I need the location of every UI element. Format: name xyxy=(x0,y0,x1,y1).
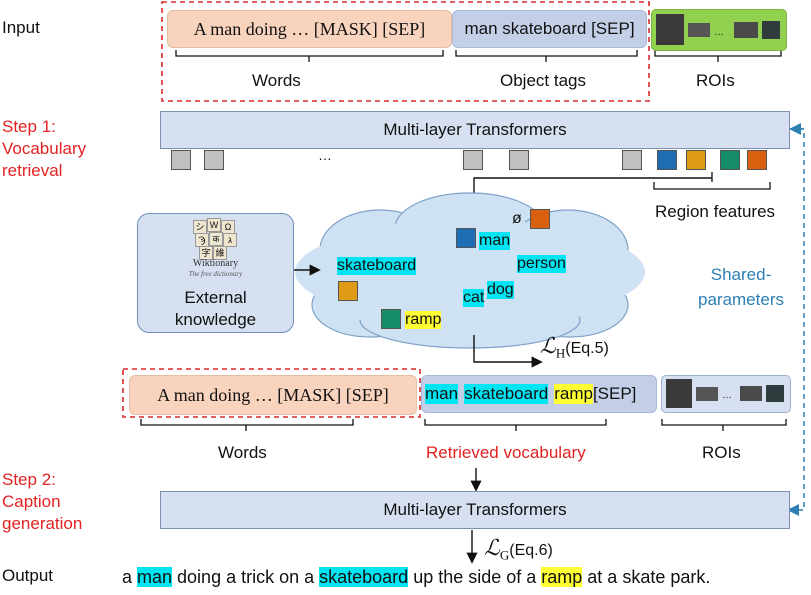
roi-image-icon xyxy=(740,386,762,401)
input-label: Input xyxy=(2,18,40,37)
region-feature-square xyxy=(720,150,740,170)
transformer-step2: Multi-layer Transformers xyxy=(160,491,790,529)
region-feature-square xyxy=(686,150,706,170)
input-words-box: A man doing … [MASK] [SEP] xyxy=(167,10,452,48)
roi-image-icon xyxy=(696,387,718,401)
cloud-word-cat: cat xyxy=(463,289,485,307)
external-knowledge-line1: External xyxy=(184,288,247,307)
bracket-rois-top xyxy=(654,50,782,62)
output-word-man: man xyxy=(137,567,173,587)
output-word-skateboard: skateboard xyxy=(319,567,409,587)
external-knowledge-line2: knowledge xyxy=(174,310,257,329)
loss-g: ℒG(Eq.6) xyxy=(484,535,553,563)
top-words-label: Words xyxy=(252,71,301,90)
step2-label: Step 2: Caption generation xyxy=(2,470,83,533)
transformer-step1: Multi-layer Transformers xyxy=(160,111,790,149)
vocab-man: man xyxy=(425,384,459,404)
bracket-words-mid xyxy=(140,419,354,431)
output-sentence: a man doing a trick on a skateboard up t… xyxy=(122,567,711,587)
cloud-empty-symbol: ø xyxy=(512,210,522,227)
mid-words-label: Words xyxy=(218,443,267,462)
feature-square xyxy=(171,150,191,170)
cloud-square-blue xyxy=(456,228,476,248)
vocab-skateboard: skateboard xyxy=(464,384,549,404)
mid-roi-strip: … xyxy=(661,375,791,413)
input-dashed-frame xyxy=(161,1,650,102)
cloud-word-dog: dog xyxy=(487,281,514,299)
cloud-square-orange xyxy=(338,281,358,301)
loss-h: ℒH(Eq.5) xyxy=(540,333,609,361)
roi-image-icon xyxy=(656,14,684,45)
output-word-ramp: ramp xyxy=(541,567,583,587)
mid-rois-label: ROIs xyxy=(702,443,741,462)
feature-square xyxy=(204,150,224,170)
region-features-label: Region features xyxy=(655,202,776,221)
bracket-vocab-mid xyxy=(424,419,607,431)
feature-square xyxy=(463,150,483,170)
input-tags-box: man skateboard [SEP] xyxy=(452,10,647,48)
region-feature-square xyxy=(747,150,767,170)
wiktionary-tagline: The free dictionary xyxy=(188,270,243,278)
vocab-sep: [SEP] xyxy=(592,384,637,403)
top-rois-label: ROIs xyxy=(696,71,735,90)
top-tags-label: Object tags xyxy=(500,71,586,90)
roi-image-icon xyxy=(766,385,784,402)
output-label: Output xyxy=(2,566,54,585)
roi-dots: … xyxy=(714,27,724,38)
cloud-word-person: person xyxy=(517,255,566,273)
cloud-word-man: man xyxy=(479,232,511,250)
cloud-square-dkorange xyxy=(530,209,550,229)
retrieved-vocab-box: man skateboard ramp [SEP] xyxy=(421,375,657,413)
retrieved-vocab-label: Retrieved vocabulary xyxy=(426,443,586,462)
region-feature-square xyxy=(657,150,677,170)
cloud-word-ramp: ramp xyxy=(405,311,442,329)
feature-square xyxy=(509,150,529,170)
roi-dots: … xyxy=(722,390,732,401)
vocab-ramp: ramp xyxy=(554,384,593,404)
external-knowledge-box: シ W Ω Ϡ क ג 字 維 Wiktionary The free dict… xyxy=(137,213,294,333)
roi-image-icon xyxy=(688,23,710,37)
cloud-square-green xyxy=(381,309,401,329)
arrow-cloud-to-vocab xyxy=(473,335,543,368)
step1-label: Step 1: Vocabulary retrieval xyxy=(2,117,87,180)
cloud-word-skateboard: skateboard xyxy=(337,257,417,275)
bracket-words-top xyxy=(175,50,444,62)
wiktionary-logo: シ W Ω Ϡ क ג 字 維 xyxy=(193,218,237,260)
wiktionary-title: Wiktionary xyxy=(192,258,239,269)
feature-square xyxy=(622,150,642,170)
roi-image-icon xyxy=(666,379,692,408)
mid-words-box: A man doing … [MASK] [SEP] xyxy=(129,375,417,415)
roi-image-icon xyxy=(762,21,780,39)
shared-parameters-label: Shared- parameters xyxy=(698,265,784,309)
input-roi-strip: … xyxy=(651,9,787,51)
shared-parameters-line xyxy=(787,128,805,516)
bracket-region-features xyxy=(653,172,771,190)
bracket-rois-mid xyxy=(661,419,787,431)
mid-dashed-frame xyxy=(122,368,421,418)
feature-dots: … xyxy=(318,147,332,163)
roi-image-icon xyxy=(734,22,758,38)
bracket-tags-top xyxy=(455,50,638,62)
